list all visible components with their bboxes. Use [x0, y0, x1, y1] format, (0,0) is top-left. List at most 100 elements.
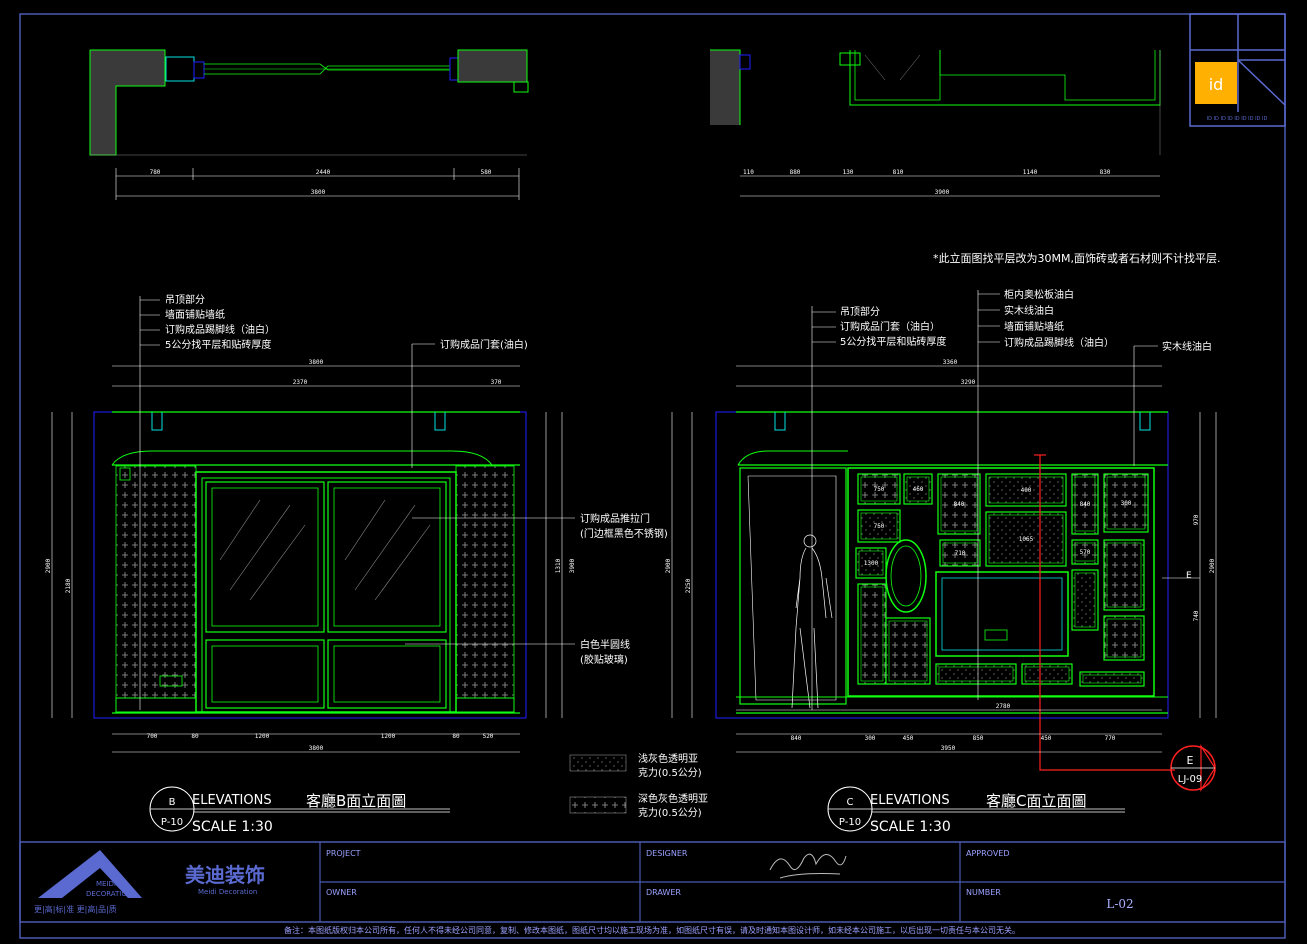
cabinet-panel-inner: [1106, 618, 1142, 658]
elev-b-title: 客廳B面立面圖: [306, 792, 406, 810]
elev-b-bottom-dim-4: 1200: [381, 733, 396, 740]
elev-b-elevations: ELEVATIONS: [192, 793, 272, 808]
tb-footer-note: 备注：本图纸版权归本公司所有，任何人不得未经公司同意，复制、修改本图纸，图纸尺寸…: [284, 925, 1020, 935]
elev-c-bottom-dim-1: 840: [791, 735, 802, 742]
elev-c-top-dim-2: 3290: [961, 379, 976, 386]
elev-c-side-dim-1: 2250: [685, 578, 692, 593]
elev-c-height: 2900: [665, 558, 672, 573]
cabinet-panel-inner: [938, 666, 1014, 682]
tb-designer: DESIGNER: [646, 849, 688, 858]
elev-c-top-dim-1: 3360: [943, 359, 958, 366]
elev-b-door-frame-label: 订购成品门套(油白): [440, 338, 528, 351]
title-block: PROJECT DESIGNER APPROVED OWNER DRAWER N…: [19, 841, 1286, 935]
cabinet-panel-inner: [888, 620, 928, 682]
plan-b: 780 2440 580 3800: [89, 49, 529, 200]
elevation-c-note: *此立面图找平层改为30MM,面饰砖或者石材则不计找平层.: [933, 251, 1220, 265]
elev-b-glass-label-2: (胶贴玻璃): [580, 653, 628, 666]
material-legend: 浅灰色透明亚 克力(0.5公分) 深色灰色透明亚 克力(0.5公分): [569, 752, 708, 819]
elevation-b: 吊顶部分 墙面铺贴墙纸 订购成品踢脚线（油白） 5公分找平层和贴砖厚度 订购成品…: [45, 293, 668, 835]
cabinet-panel-inner: [1074, 476, 1096, 532]
company-name-cn: 美迪装饰: [185, 863, 265, 887]
elev-c-bottom-dim-2: 300: [865, 735, 876, 742]
elev-c-anno-right-2: 实木线油白: [1004, 304, 1054, 317]
cabinet-panel: [1103, 615, 1145, 661]
cabinet-panel-dim: 400: [1021, 487, 1032, 494]
elev-c-anno-right-4: 订购成品踢脚线（油白）: [1004, 336, 1114, 349]
plan-c-dim-6: 830: [1100, 169, 1111, 176]
elev-c-side-dim-3: 740: [1193, 610, 1200, 621]
elev-b-scale: SCALE 1:30: [192, 819, 273, 835]
plan-c-dim-5: 1140: [1023, 169, 1038, 176]
elev-c-side-dim-2: 970: [1193, 514, 1200, 525]
cabinet-panel-dim: 840: [954, 501, 965, 508]
human-figure: [791, 534, 833, 709]
elev-c-label-letter: C: [847, 797, 854, 808]
svg-text:ID ID ID ID ID ID ID ID ID: ID ID ID ID ID ID ID ID ID: [1207, 116, 1268, 122]
company-logo: MEIDI DECORATION 美迪装饰 Meidi Decoration 更…: [34, 850, 265, 914]
tb-project: PROJECT: [326, 849, 361, 858]
cabinet-panel: [939, 539, 981, 567]
legend-2-line-2: 克力(0.5公分): [638, 806, 702, 819]
elev-b-anno-3: 订购成品踢脚线（油白）: [165, 323, 275, 336]
cabinet-panel-inner: [860, 512, 898, 540]
cabinet-panel: [855, 547, 887, 579]
elev-b-top-overall: 3800: [309, 359, 324, 366]
elev-c-bottom-dim-6: 770: [1105, 735, 1116, 742]
svg-text:MEIDI: MEIDI: [96, 880, 116, 888]
elev-b-bottom-dim-5: 80: [452, 733, 460, 740]
elev-b-bottom-dim-1: 700: [147, 733, 158, 740]
elev-b-label-letter: B: [169, 797, 176, 808]
cabinet-panel-inner: [1106, 476, 1146, 530]
plan-c: 110 880 130 810 1140 830 3900: [710, 49, 1161, 197]
elev-b-bottom-dim-6: 520: [483, 733, 494, 740]
cabinet-panel: [1103, 473, 1149, 533]
tb-owner: OWNER: [326, 888, 357, 897]
cabinet-panel: [1079, 671, 1145, 687]
cabinet-panel-inner: [988, 476, 1064, 504]
plan-b-dim-2: 2440: [316, 169, 331, 176]
tb-approved: APPROVED: [966, 849, 1010, 858]
cabinet-panel-dim: 1065: [1019, 536, 1034, 543]
cabinet-panel: [937, 473, 981, 535]
tb-number-value: L-02: [1106, 897, 1133, 911]
section-marker-letter: E: [1187, 754, 1194, 767]
designer-signature: [769, 853, 847, 879]
elev-c-anno-left-2: 订购成品门套（油白）: [840, 320, 940, 333]
cabinet-panel: [903, 473, 933, 505]
cabinet-panel: [1103, 539, 1145, 611]
plan-c-dim-overall: 3900: [935, 189, 950, 196]
legend-2-line-1: 深色灰色透明亚: [638, 792, 708, 805]
legend-1-line-1: 浅灰色透明亚: [638, 752, 698, 765]
cabinet-panel-dim: 300: [1121, 500, 1132, 507]
plan-c-dim-4: 810: [893, 169, 904, 176]
logo-badge-text: id: [1209, 75, 1224, 94]
elev-b-bottom-dim-2: 80: [191, 733, 199, 740]
elev-b-sliding-door-label-2: (门边框黑色不锈钢): [580, 527, 668, 540]
elev-b-side-dim-2: 1310: [555, 558, 562, 573]
elev-c-inner-width: 2780: [996, 703, 1011, 710]
elev-b-side-dim-1: 2180: [65, 578, 72, 593]
elev-b-top-dim-1: 2370: [293, 379, 308, 386]
elev-b-anno-1: 吊顶部分: [165, 293, 205, 306]
company-slogan: 更|高|标|准 更|高|品|质: [34, 904, 117, 914]
elev-b-label-sheet: P-10: [161, 817, 183, 828]
tb-number: NUMBER: [966, 888, 1001, 897]
cabinet-panel-inner: [942, 542, 978, 564]
plan-b-dim-3: 580: [481, 169, 492, 176]
cabinet-panel-dim: 750: [874, 523, 885, 530]
elev-c-side-dim-4: 2900: [1209, 558, 1216, 573]
cabinet-panel: [857, 509, 901, 543]
plan-c-dim-3: 130: [843, 169, 854, 176]
elev-b-glass-label-1: 白色半圆线: [580, 638, 630, 651]
cabinet-panel-inner: [988, 514, 1064, 564]
elev-c-bottom-dim-3: 450: [903, 735, 914, 742]
cabinet-panel-inner: [1074, 572, 1096, 628]
cabinet-panel-dim: 840: [1080, 501, 1091, 508]
cabinet-panel-inner: [906, 476, 930, 502]
elev-c-label-sheet: P-10: [839, 817, 861, 828]
cabinet-panel-inner: [1106, 542, 1142, 608]
elev-c-anno-right-1: 柜内奥松板油白: [1004, 288, 1074, 301]
cabinet-panel: [985, 473, 1067, 507]
